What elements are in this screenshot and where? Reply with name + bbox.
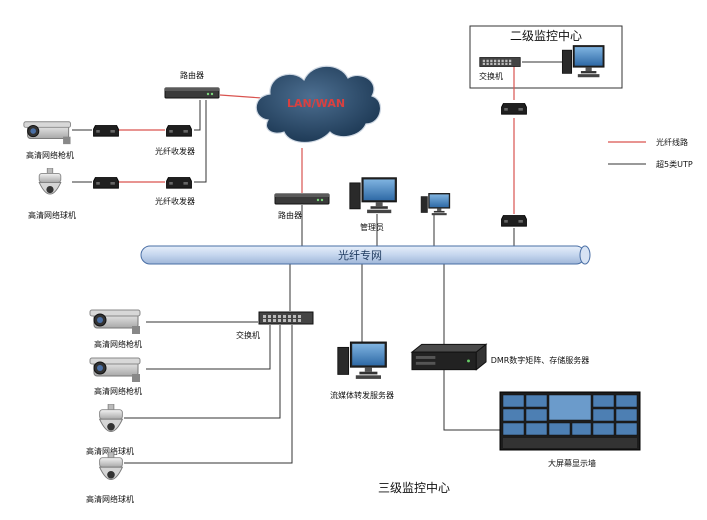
router-icon (274, 193, 330, 205)
utp-link (146, 325, 271, 370)
level3-title: 三级监控中心 (378, 480, 450, 495)
level3-camera-label-3: 高清网络球机 (86, 446, 134, 456)
backbone-label: 光纤专网 (338, 248, 382, 262)
cloud-label: LAN/WAN (287, 97, 345, 110)
utp-link (443, 264, 508, 431)
dome-camera-icon (99, 404, 123, 433)
workstation-icon (420, 193, 451, 216)
level2-switch-label: 交换机 (479, 71, 503, 81)
video-wall-icon (499, 391, 641, 451)
dome-camera-icon (38, 168, 62, 195)
utp-link (124, 325, 293, 464)
dmr-server-label: DMR数字矩阵、存储服务器 (491, 355, 590, 365)
fiber-transceiver-icon (501, 215, 527, 227)
fiber-transceiver-icon (166, 125, 192, 137)
admin-label: 管理员 (360, 222, 384, 232)
dome-camera-icon (99, 452, 123, 481)
bullet-camera-icon (89, 309, 141, 335)
rack-server-icon (411, 343, 487, 371)
utp-link (124, 325, 281, 419)
top-camera-label-2: 高清网络球机 (28, 210, 76, 220)
cloud-icon: LAN/WAN (255, 65, 382, 144)
legend-utp-label: 超5类UTP (656, 159, 693, 169)
level3-camera-label-2: 高清网络枪机 (94, 386, 142, 396)
utp-link (194, 100, 201, 131)
fiber-link (219, 94, 263, 99)
level3-camera-label-1: 高清网络枪机 (94, 339, 142, 349)
workstation-icon (337, 341, 387, 380)
level3-switch-label: 交换机 (236, 330, 260, 340)
center-router-label: 路由器 (278, 210, 302, 220)
workstation-icon (349, 177, 397, 214)
fiber-transceiver-icon (93, 177, 119, 189)
legend-fiber-label: 光纤线路 (656, 137, 688, 147)
legend: 光纤线路 超5类UTP (608, 137, 693, 169)
backbone-pipe: 光纤专网 (140, 245, 591, 265)
bullet-camera-icon (23, 121, 71, 145)
top-transceiver-label-2: 光纤收发器 (155, 196, 195, 206)
switch-icon (258, 311, 314, 325)
utp-link (194, 100, 207, 183)
top-router-label: 路由器 (180, 70, 204, 80)
level3-camera-label-4: 高清网络球机 (86, 494, 134, 504)
fiber-links (118, 66, 515, 214)
router-icon (164, 87, 220, 99)
fiber-transceiver-icon (501, 103, 527, 115)
fiber-transceiver-icon (93, 125, 119, 137)
utp-links (72, 100, 515, 464)
fiber-transceiver-icon (166, 177, 192, 189)
level2-title: 二级监控中心 (510, 28, 582, 43)
top-transceiver-label-1: 光纤收发器 (155, 146, 195, 156)
streaming-server-label: 流媒体转发服务器 (330, 390, 394, 400)
bullet-camera-icon (89, 357, 141, 383)
video-wall-label: 大屏幕显示墙 (548, 458, 596, 468)
top-camera-label-1: 高清网络枪机 (26, 150, 74, 160)
switch-icon (479, 57, 521, 67)
